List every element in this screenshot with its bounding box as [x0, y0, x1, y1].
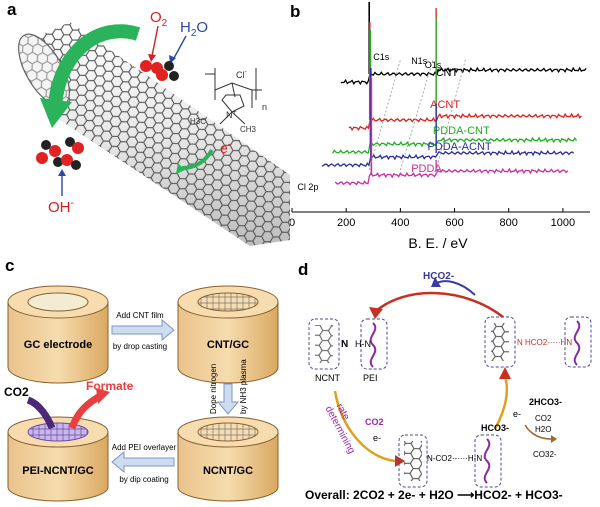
h2o-molecule-icon	[156, 61, 179, 81]
ch3-label: CH3	[240, 125, 257, 134]
peak-annotation-1: N1s	[411, 56, 428, 66]
reaction-arrow	[40, 24, 141, 128]
series-line-acnt	[348, 112, 582, 132]
panel-label-c: c	[5, 256, 15, 275]
series-label-cnt: CNT	[436, 67, 459, 79]
co2-product-label: CO2	[535, 414, 552, 423]
panel-label-b: b	[290, 2, 301, 21]
rate-determining-label: ratedetermining	[323, 399, 367, 455]
pdda-structure	[205, 68, 262, 125]
panel-d: HCO2- N H-N NCNT PEI CO2 e- ratedetermin…	[305, 271, 592, 502]
series-line-cnt	[340, 66, 587, 86]
n-co2-hn-label: N-CO2·-····H-N	[427, 454, 482, 463]
x-axis-title: B. E. / eV	[408, 235, 468, 251]
guide-line-1	[399, 59, 434, 171]
series-line-pdda-cnt	[332, 136, 578, 155]
pei-ncnt-gc-cylinder: PEI-NCNT/GC	[7, 416, 109, 502]
cnt-gc-label: CNT/GC	[207, 339, 249, 351]
step2-arrow: Dope nitrogen by NH3 plasma	[209, 359, 248, 415]
hydroxide-label: OH-	[48, 198, 74, 216]
peak-annotation-2: O1s	[425, 60, 442, 70]
guide-line-2	[435, 59, 466, 171]
xps-chart: 0 200 400 600 800 1000 CNT ACNT PDDA-CNT PDDA-ACN…	[290, 2, 590, 251]
step1-text-b: by drop casting	[113, 342, 167, 351]
h2o-product-label: H2O	[535, 425, 551, 434]
panel-a: O2 H2O OH- Cl- N+ H3C CH3 n e-	[18, 9, 290, 246]
step2-text-a: Dope nitrogen	[209, 364, 218, 414]
electron-label-1: e-	[373, 433, 381, 443]
ncnt-pei-complex	[308, 318, 388, 370]
co3-label: CO32-	[533, 450, 557, 459]
x-tick-label-2: 400	[391, 217, 409, 229]
peak-annotation-0: C1s	[373, 52, 390, 62]
formate-label: Formate	[86, 379, 134, 393]
series-label-pdda-acnt: PDDA-ACNT	[427, 141, 491, 153]
x-tick-label-3: 600	[445, 217, 463, 229]
x-tick-label-5: 1000	[551, 217, 575, 229]
gc-electrode-label: GC electrode	[24, 339, 92, 351]
ncnt-gc-label: NCNT/GC	[203, 465, 253, 477]
series-line-pdda-acnt	[321, 149, 575, 168]
ncnt-gc-cylinder: NCNT/GC	[177, 416, 279, 502]
n-label-1: N	[341, 339, 348, 350]
electron-label: e-	[220, 139, 231, 156]
o2-molecule-icon	[140, 60, 152, 72]
hco3-mid-label: HCO3-	[481, 423, 509, 433]
co2-label: CO2	[4, 385, 29, 399]
nitrogen-label: N+	[226, 109, 237, 120]
hn-label-1: H-N	[355, 339, 371, 349]
series-line-pdda	[334, 167, 569, 186]
hco2-top-label: HCO2-	[423, 271, 454, 282]
panel-label-d: d	[298, 260, 309, 279]
step3-arrow: Add PEI overlayer by dip coating	[111, 443, 177, 484]
ncnt-label: NCNT	[315, 373, 340, 383]
o2-label: O2	[150, 9, 168, 29]
panel-c: GC electrode CNT/GC NCNT/GC PEI-NCNT/GC …	[4, 285, 279, 502]
x-tick-label-1: 200	[337, 217, 355, 229]
step3-text-b: by dip coating	[119, 475, 168, 484]
series-label-acnt: ACNT	[430, 99, 460, 111]
panel-label-a: a	[7, 0, 17, 19]
h2o-label: H2O	[180, 19, 208, 39]
step2-text-b: by NH3 plasma	[239, 359, 248, 414]
electron-label-2: e-	[513, 409, 521, 419]
h3c-label: H3C	[190, 117, 206, 126]
step1-text-a: Add CNT film	[116, 311, 164, 320]
overall-equation: Overall: 2CO2 + 2e- + H2O ⟶HCO2- + HCO3-	[305, 488, 563, 502]
series-label-pdda-cnt: PDDA-CNT	[433, 125, 490, 137]
guide-line-0	[368, 59, 401, 171]
n-hco2-hn-label: N HCO2-····HN	[517, 338, 572, 347]
x-tick-label-0: 0	[290, 217, 295, 229]
chloride-label: Cl-	[236, 69, 248, 80]
co2-reactant-label: CO2	[365, 417, 384, 427]
step1-arrow: Add CNT film by drop casting	[111, 311, 175, 351]
repeat-n-label: n	[262, 102, 267, 112]
step3-text-a: Add PEI overlayer	[112, 443, 177, 452]
hydroxide-molecules-icon	[36, 137, 84, 170]
gc-electrode-cylinder: GC electrode	[7, 285, 109, 384]
cnt-gc-cylinder: CNT/GC	[177, 285, 279, 384]
ncnt-co2-radical-complex	[398, 434, 502, 488]
two-hco3-label: 2HCO3-	[529, 397, 562, 407]
x-tick-label-4: 800	[500, 217, 518, 229]
pei-ncnt-gc-label: PEI-NCNT/GC	[22, 465, 94, 477]
pei-label: PEI	[363, 373, 378, 383]
peak-annotation-3: Cl 2p	[297, 182, 318, 192]
ncnt-hco2-complex	[484, 316, 592, 368]
series-label-pdda: PDDA	[411, 163, 442, 175]
